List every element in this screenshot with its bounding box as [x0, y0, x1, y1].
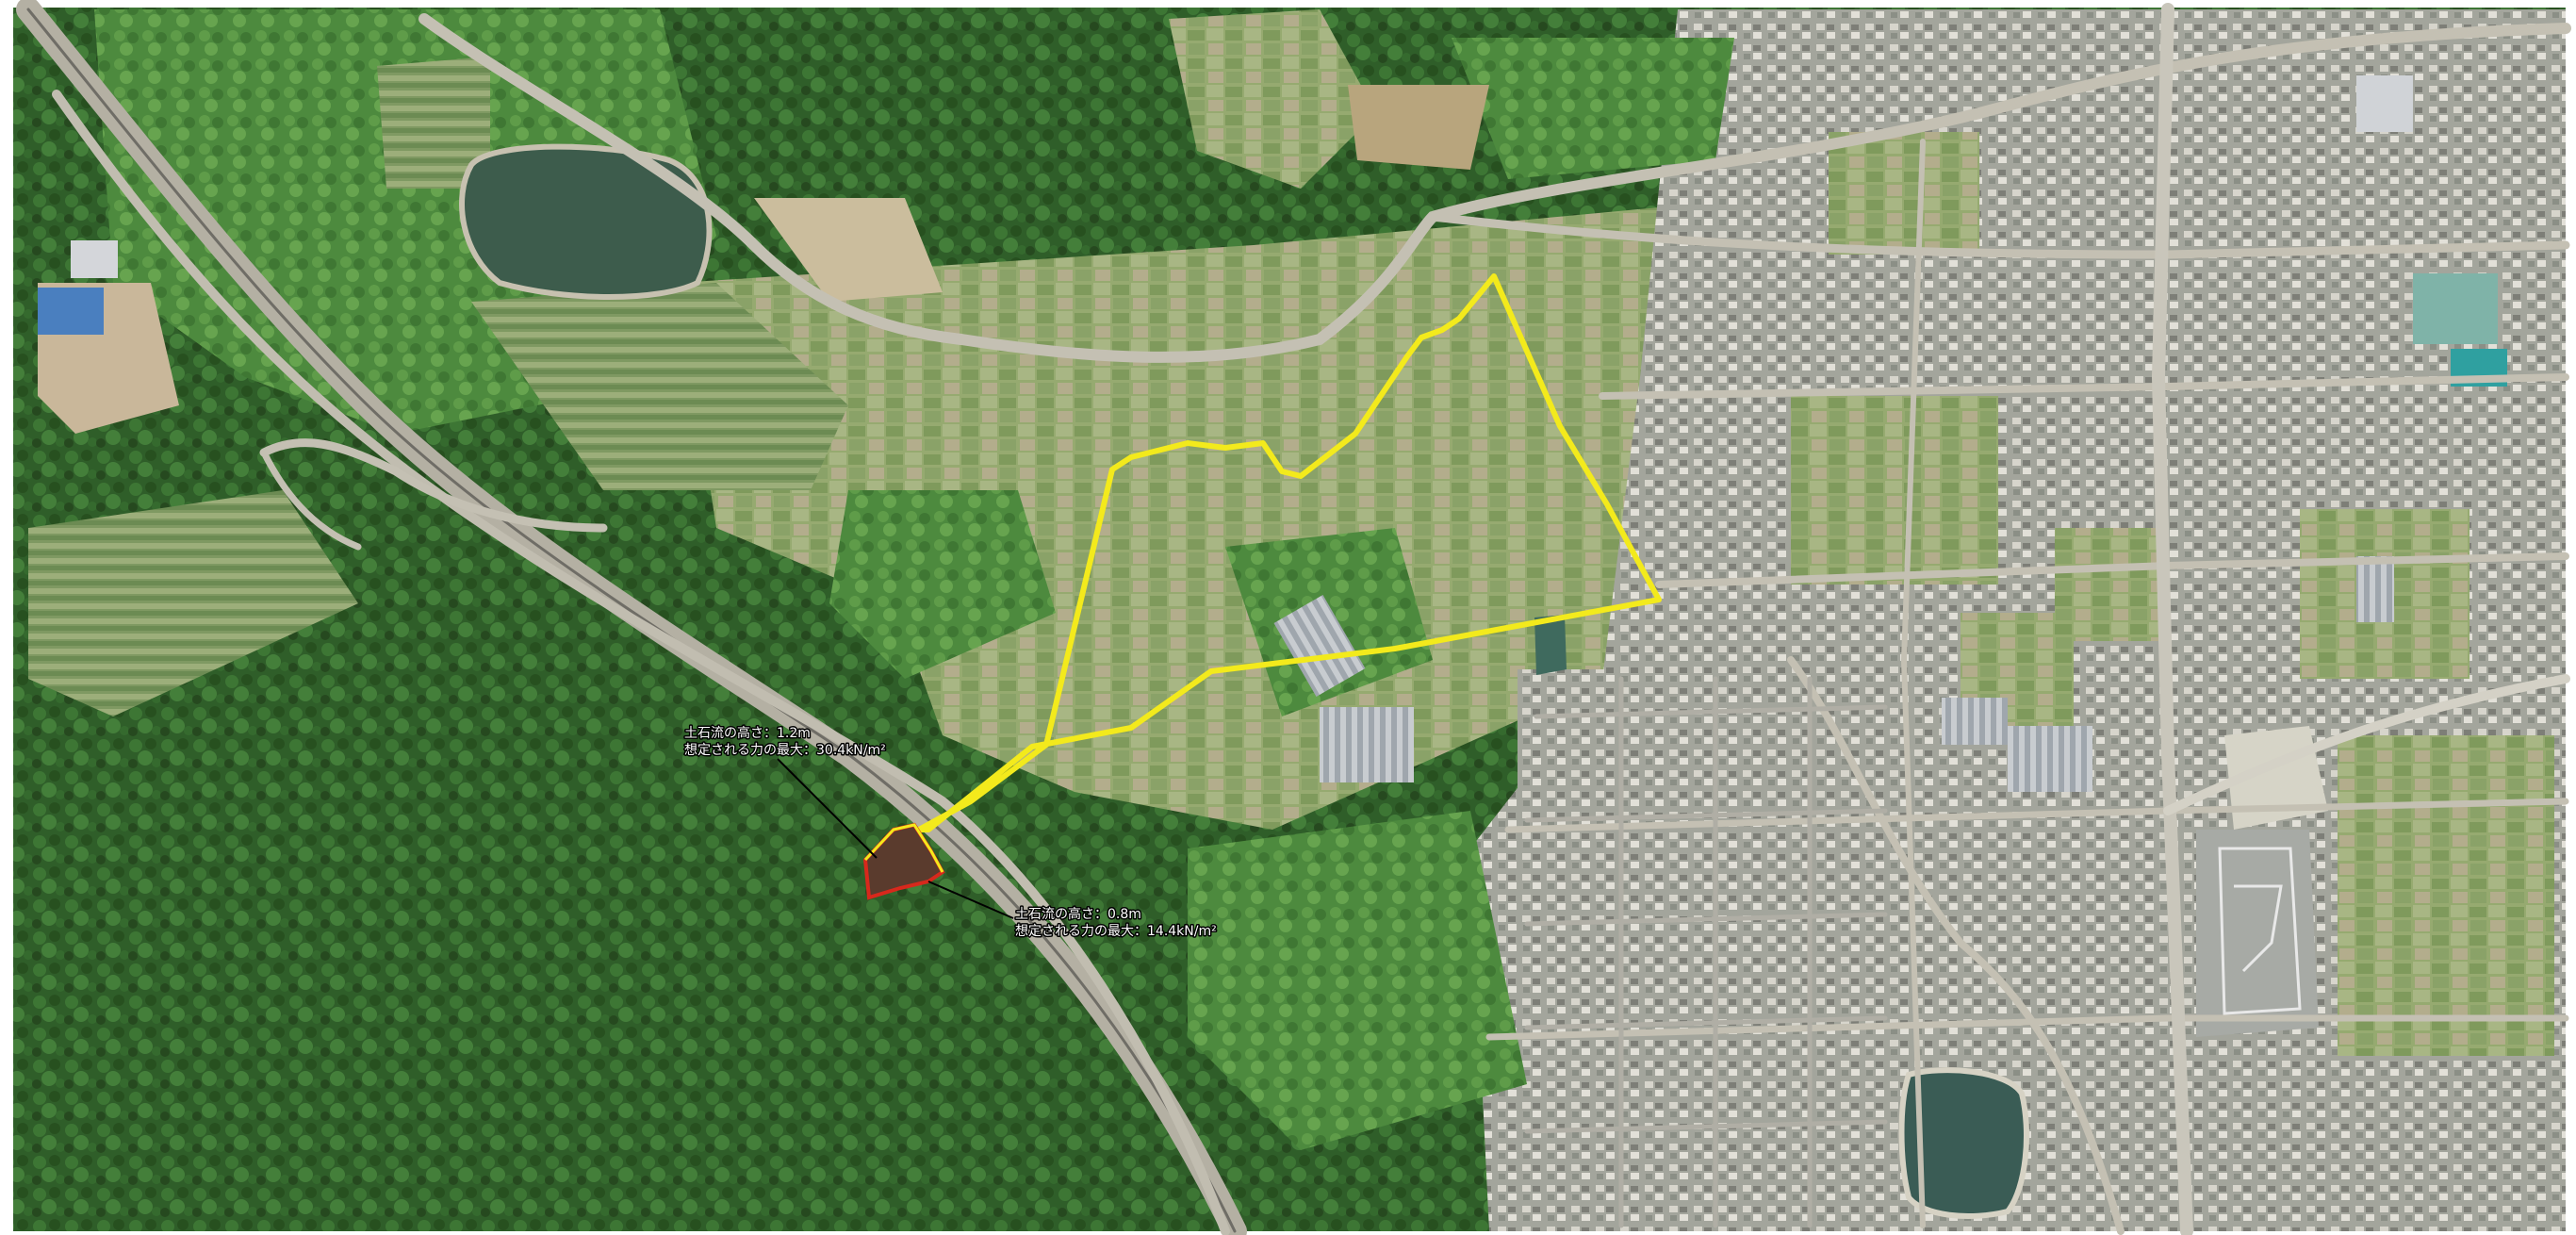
leader-line-lower	[927, 881, 1014, 919]
ponds	[459, 143, 2029, 1219]
annotation-upper-line-1: 土石流の高さ：1.2m	[684, 725, 811, 741]
pond-northwest	[459, 143, 713, 300]
main-road-ns	[2151, 3, 2193, 1235]
roads	[16, 0, 2571, 1235]
annotation-lower-line-2: 想定される力の最大：14.4kN/m²	[1015, 924, 1217, 939]
annotation-lower-line-1: 土石流の高さ：0.8m	[1015, 906, 1141, 922]
railway	[52, 90, 1230, 1235]
annotation-upper-line-2: 想定される力の最大：30.4kN/m²	[684, 743, 886, 758]
pond-central	[1534, 615, 1567, 675]
north-road	[418, 13, 2571, 363]
affected-area-boundary[interactable]	[916, 273, 1662, 832]
leader-line-upper	[777, 758, 878, 859]
aerial-base	[13, 8, 2566, 1231]
pond-south	[1898, 1067, 2029, 1219]
